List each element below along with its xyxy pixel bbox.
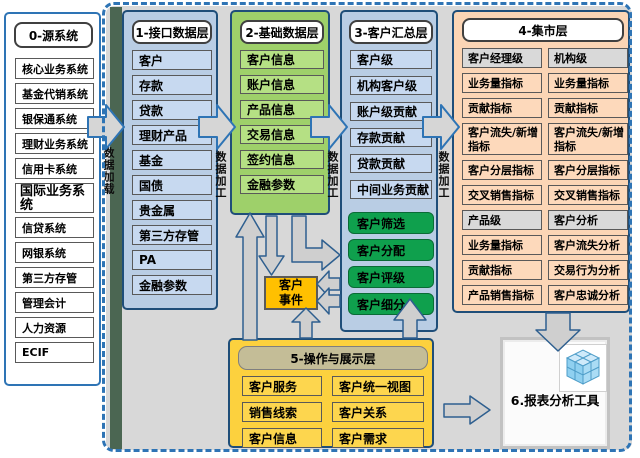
cube-icon: [559, 344, 607, 392]
base-layer-panel: 2-基础数据层 客户信息 账户信息 产品信息 交易信息 签约信息 金融参数: [230, 10, 330, 215]
summary-item: 机构客户级: [350, 76, 432, 95]
interface-item: 客户: [132, 50, 212, 70]
interface-item: 贷款: [132, 100, 212, 120]
mart-item: 产品销售指标: [462, 285, 542, 305]
interface-item: 贵金属: [132, 200, 212, 220]
interface-layer-panel: 1-接口数据层 客户 存款 贷款 理财产品 基金 国债 贵金属 第三方存管 PA…: [122, 10, 218, 310]
source-system-item: 信贷系统: [15, 217, 94, 238]
process-item: 客户细分: [348, 293, 434, 315]
interface-layer-list: 客户 存款 贷款 理财产品 基金 国债 贵金属 第三方存管 PA 金融参数: [132, 50, 212, 295]
process-item: 客户评级: [348, 266, 434, 288]
mart-item: 业务量指标: [462, 235, 542, 255]
interface-item: 理财产品: [132, 125, 212, 145]
customer-process-list: 客户筛选 客户分配 客户评级 客户细分: [348, 212, 434, 315]
source-system-item: 核心业务系统: [15, 58, 94, 79]
operation-item: 客户信息: [242, 428, 322, 448]
interface-layer-title: 1-接口数据层: [132, 20, 212, 44]
customer-event-box: 客户事件: [264, 276, 318, 310]
mart-item: 贡献指标: [462, 98, 542, 118]
mart-item: 客户流失/新增指标: [462, 123, 542, 155]
summary-item: 账户级贡献: [350, 102, 432, 121]
source-systems-list: 核心业务系统 基金代销系统 银保通系统 理财业务系统 信用卡系统 国际业务系统 …: [15, 58, 94, 363]
base-item: 账户信息: [240, 75, 324, 94]
mart-layer-panel: 4-集市层 客户经理级 业务量指标 贡献指标 客户流失/新增指标 客户分层指标 …: [452, 10, 630, 313]
base-item: 签约信息: [240, 150, 324, 169]
mart-item: 贡献指标: [548, 98, 628, 118]
mart-item: 交叉销售指标: [548, 185, 628, 205]
base-layer-list: 客户信息 账户信息 产品信息 交易信息 签约信息 金融参数: [240, 50, 324, 194]
mart-layer-title: 4-集市层: [462, 18, 624, 42]
summary-item: 客户级: [350, 50, 432, 69]
mart-item: 贡献指标: [462, 260, 542, 280]
mart-category-header: 客户分析: [548, 210, 628, 230]
mart-item: 业务量指标: [462, 73, 542, 93]
source-system-item: 国际业务系统: [15, 183, 94, 213]
operation-item: 客户服务: [242, 376, 322, 396]
process-item: 客户筛选: [348, 212, 434, 234]
summary-layer-list: 客户级 机构客户级 账户级贡献 存款贡献 贷款贡献 中间业务贡献: [350, 50, 432, 199]
mart-item: 客户忠诚分析: [548, 285, 628, 305]
base-item: 交易信息: [240, 125, 324, 144]
mart-item: 客户流失/新增指标: [548, 123, 628, 155]
mart-category-header: 产品级: [462, 210, 542, 230]
source-system-item: 网银系统: [15, 242, 94, 263]
interface-item: 存款: [132, 75, 212, 95]
customer-event-label: 客户事件: [278, 278, 303, 307]
summary-item: 存款贡献: [350, 128, 432, 147]
mart-item: 客户流失分析: [548, 235, 628, 255]
process-item: 客户分配: [348, 239, 434, 261]
operation-layer-panel: 5-操作与展示层 客户服务 销售线索 客户信息 客户统一视图 客户关系 客户需求: [228, 338, 434, 448]
source-system-item: 理财业务系统: [15, 133, 94, 154]
source-systems-panel: 0-源系统 核心业务系统 基金代销系统 银保通系统 理财业务系统 信用卡系统 国…: [4, 12, 101, 386]
operation-item: 客户关系: [332, 402, 424, 422]
summary-layer-title: 3-客户汇总层: [349, 20, 433, 44]
mart-item: 客户分层指标: [462, 160, 542, 180]
report-tool-panel: 6.报表分析工具: [500, 337, 610, 449]
source-system-item: 第三方存管: [15, 267, 94, 288]
interface-item: PA: [132, 250, 212, 270]
operation-item: 客户需求: [332, 428, 424, 448]
source-system-item: 信用卡系统: [15, 158, 94, 179]
interface-item: 国债: [132, 175, 212, 195]
source-system-item: 管理会计: [15, 292, 94, 313]
data-process-label: 数据加工: [214, 151, 227, 199]
base-item: 客户信息: [240, 50, 324, 69]
data-load-label: 数据加载: [102, 147, 115, 195]
base-item: 产品信息: [240, 100, 324, 119]
mart-item: 交易行为分析: [548, 260, 628, 280]
operation-right-list: 客户统一视图 客户关系 客户需求: [332, 376, 424, 448]
report-tool-label: 6.报表分析工具: [510, 393, 600, 408]
source-system-item: 银保通系统: [15, 108, 94, 129]
summary-layer-panel: 3-客户汇总层 客户级 机构客户级 账户级贡献 存款贡献 贷款贡献 中间业务贡献…: [340, 10, 438, 332]
source-system-item: 人力资源: [15, 317, 94, 338]
data-process-label: 数据加工: [437, 151, 450, 199]
operation-left-list: 客户服务 销售线索 客户信息: [242, 376, 322, 448]
summary-item: 贷款贡献: [350, 154, 432, 173]
summary-item: 中间业务贡献: [350, 180, 432, 199]
operation-layer-title: 5-操作与展示层: [238, 346, 428, 370]
mart-org-column: 机构级 业务量指标 贡献指标 客户流失/新增指标 客户分层指标 交叉销售指标 客…: [548, 48, 628, 305]
mart-category-header: 客户经理级: [462, 48, 542, 68]
source-system-item: ECIF: [15, 342, 94, 363]
mart-item: 业务量指标: [548, 73, 628, 93]
left-accent-strip: [110, 7, 122, 449]
interface-item: 第三方存管: [132, 225, 212, 245]
source-system-item: 基金代销系统: [15, 83, 94, 104]
base-layer-title: 2-基础数据层: [240, 20, 324, 44]
interface-item: 金融参数: [132, 275, 212, 295]
mart-item: 客户分层指标: [548, 160, 628, 180]
mart-manager-column: 客户经理级 业务量指标 贡献指标 客户流失/新增指标 客户分层指标 交叉销售指标…: [462, 48, 542, 305]
operation-item: 销售线索: [242, 402, 322, 422]
base-item: 金融参数: [240, 175, 324, 194]
mart-item: 交叉销售指标: [462, 185, 542, 205]
interface-item: 基金: [132, 150, 212, 170]
data-process-label: 数据加工: [326, 151, 339, 199]
operation-item: 客户统一视图: [332, 376, 424, 396]
mart-category-header: 机构级: [548, 48, 628, 68]
source-systems-title: 0-源系统: [14, 22, 93, 48]
